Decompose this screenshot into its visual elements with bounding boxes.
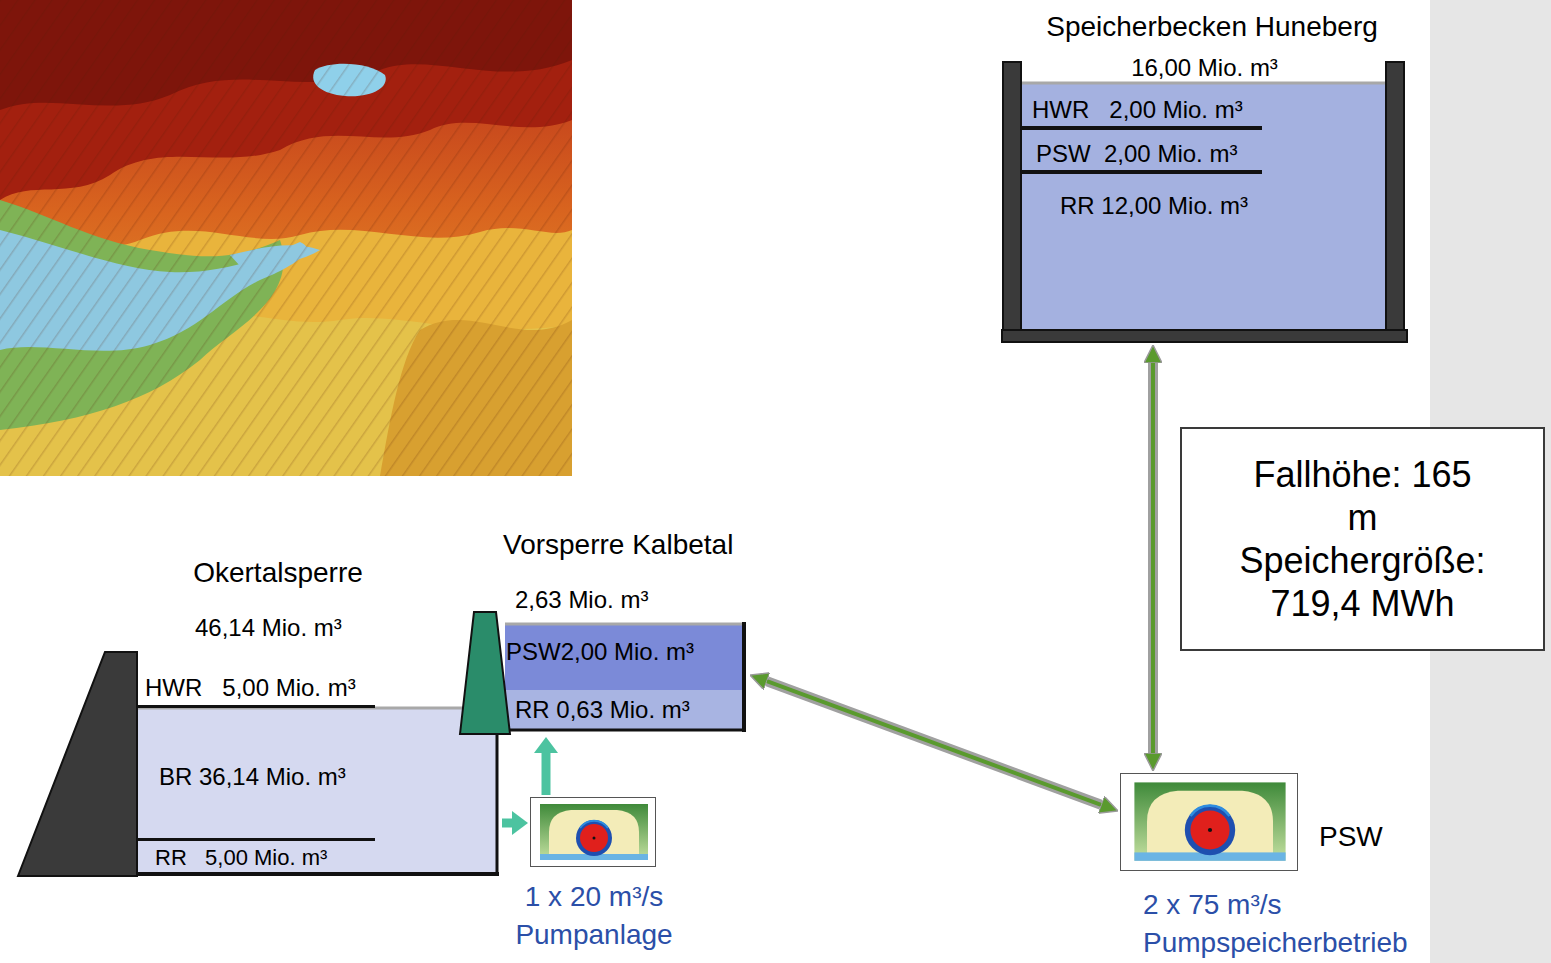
connector-outline (767, 681, 1101, 805)
node-label: BR 36,14 Mio. m³ (159, 763, 346, 792)
flow-connector (1153, 363, 1154, 753)
connector-line (502, 819, 512, 828)
connector-outline (1148, 363, 1158, 753)
pump-station: 1 x 20 m³/s Pumpanlage (530, 797, 656, 867)
storage-band: RR 0,63 Mio. m³ (505, 690, 741, 728)
node-label: RR 12,00 Mio. m³ (1060, 192, 1248, 221)
node-label: Speicherbecken Huneberg (992, 10, 1432, 44)
node-label: HWR 2,00 Mio. m³ (1032, 96, 1243, 125)
node-label: 2 x 75 m³/s Pumpspeicherbetrieb (1143, 886, 1463, 962)
pumped-storage-plant: PSW2 x 75 m³/s Pumpspeicherbetrieb (1120, 773, 1298, 871)
node-label: HWR 5,00 Mio. m³ (145, 674, 356, 703)
info-box: Fallhöhe: 165 mSpeichergröße: 719,4 MWh (1180, 427, 1545, 651)
storage-band: PSW 2,00 Mio. m³ (1022, 132, 1262, 174)
icon-outline (531, 798, 657, 868)
storage-band: RR 12,00 Mio. m³ (1022, 176, 1385, 320)
connector-line (542, 753, 551, 795)
node-label: RR 5,00 Mio. m³ (155, 845, 327, 871)
storage-band: HWR 5,00 Mio. m³ (137, 670, 375, 708)
reservoir-basin: HWR 2,00 Mio. m³ PSW 2,00 Mio. m³ RR 12,00… (1002, 10, 1407, 343)
storage-band: BR 36,14 Mio. m³ (137, 708, 375, 841)
terrain-illustration (0, 0, 572, 476)
storage-band: HWR 2,00 Mio. m³ (1022, 88, 1262, 130)
node-label: 46,14 Mio. m³ (195, 614, 342, 643)
node-label: PSW 2,00 Mio. m³ (1036, 140, 1237, 169)
okdam-outline (18, 548, 500, 877)
node-label: Fallhöhe: 165 m (1248, 453, 1478, 539)
node-label: PSW (1319, 820, 1383, 854)
pre-dam-reservoir: PSW2,00 Mio. m³ RR 0,63 Mio. m³ Vorsperre … (458, 522, 748, 735)
node-label: PSW2,00 Mio. m³ (506, 638, 694, 667)
flow-connector (546, 753, 547, 795)
connector-line (1151, 363, 1155, 753)
icon-outline (1121, 774, 1299, 872)
node-label: 1 x 20 m³/s Pumpanlage (491, 878, 697, 954)
connector-line (767, 681, 1101, 805)
flow-connector (502, 823, 512, 824)
node-label: 16,00 Mio. m³ (1002, 54, 1407, 83)
flow-connector (767, 681, 1101, 805)
node-label: Vorsperre Kalbetal (503, 528, 733, 562)
node-label: RR 0,63 Mio. m³ (515, 696, 690, 725)
storage-band: RR 5,00 Mio. m³ (137, 842, 437, 873)
node-label: 2,63 Mio. m³ (515, 586, 648, 615)
node-label: Speichergröße: 719,4 MWh (1213, 539, 1513, 625)
storage-band: PSW2,00 Mio. m³ (505, 624, 741, 690)
node-label: Okertalsperre (168, 556, 388, 590)
dam-reservoir: HWR 5,00 Mio. m³ BR 36,14 Mio. m³ RR 5,00 … (18, 548, 500, 877)
